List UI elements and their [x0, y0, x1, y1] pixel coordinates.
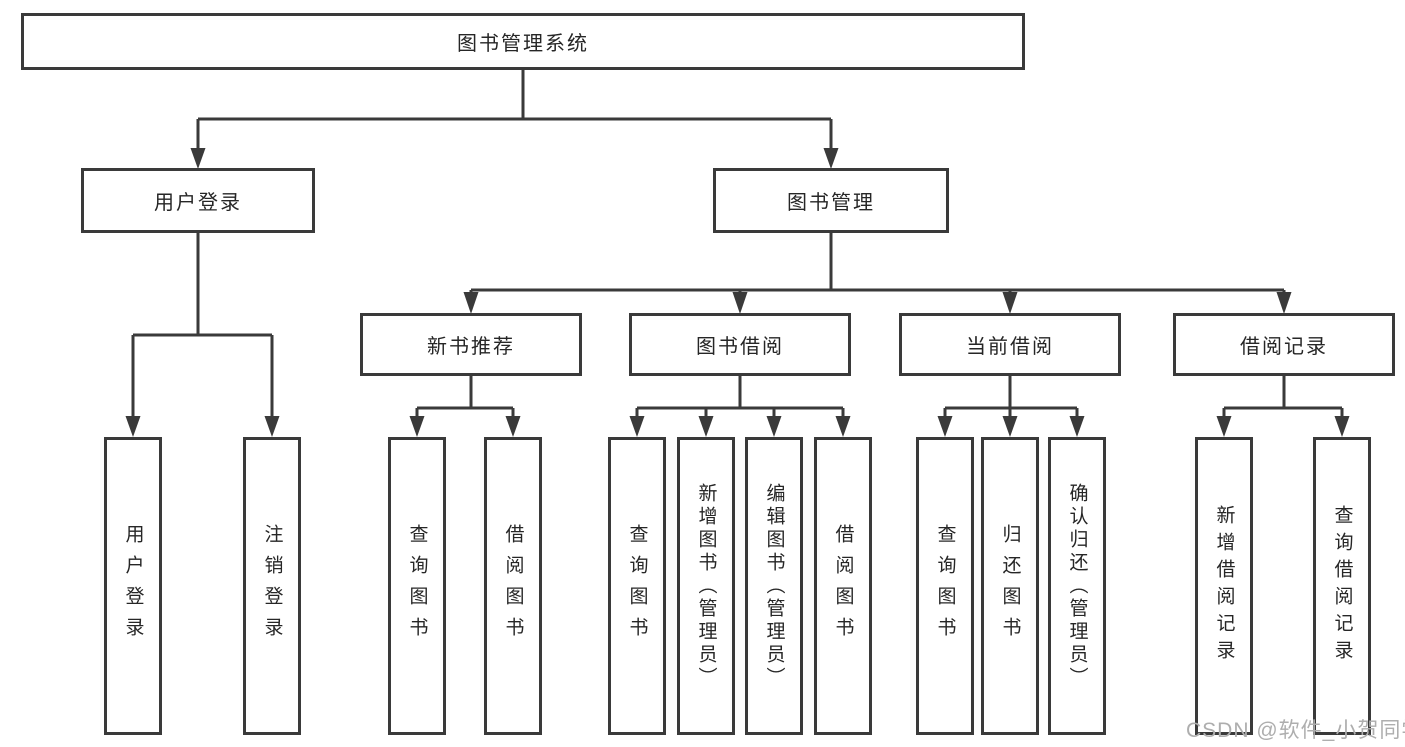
node-add-borrow-record: 新增借阅记录	[1195, 437, 1253, 735]
node-book-borrowing: 图书借阅	[629, 313, 851, 376]
node-query-books-3: 查询图书	[916, 437, 974, 735]
node-logout-action: 注销登录	[243, 437, 301, 735]
node-borrowing-records: 借阅记录	[1173, 313, 1395, 376]
node-new-book-recommend-label: 新书推荐	[427, 336, 515, 358]
node-root-label: 图书管理系统	[457, 33, 589, 55]
node-query-borrow-record: 查询借阅记录	[1313, 437, 1371, 735]
node-root: 图书管理系统	[21, 13, 1025, 70]
node-book-management: 图书管理	[713, 168, 949, 233]
node-current-borrowing: 当前借阅	[899, 313, 1121, 376]
node-return-books: 归还图书	[981, 437, 1039, 735]
node-borrow-books-1: 借阅图书	[484, 437, 542, 735]
node-borrowing-records-label: 借阅记录	[1240, 336, 1328, 358]
node-edit-books-admin: 编辑图书（管理员）	[745, 437, 803, 735]
csdn-watermark: CSDN @软件_小贺同学	[1186, 719, 1405, 742]
node-user-login-action: 用户登录	[104, 437, 162, 735]
node-add-books-admin: 新增图书（管理员）	[677, 437, 735, 735]
node-book-borrowing-label: 图书借阅	[696, 336, 784, 358]
arrowheads	[125, 148, 1350, 437]
node-current-borrowing-label: 当前借阅	[966, 336, 1054, 358]
node-user-login: 用户登录	[81, 168, 315, 233]
node-user-login-label: 用户登录	[154, 192, 242, 214]
node-book-management-label: 图书管理	[787, 192, 875, 214]
node-confirm-return-admin: 确认归还（管理员）	[1048, 437, 1106, 735]
node-borrow-books-2: 借阅图书	[814, 437, 872, 735]
node-new-book-recommend: 新书推荐	[360, 313, 582, 376]
node-query-books-2: 查询图书	[608, 437, 666, 735]
node-query-books-1: 查询图书	[388, 437, 446, 735]
